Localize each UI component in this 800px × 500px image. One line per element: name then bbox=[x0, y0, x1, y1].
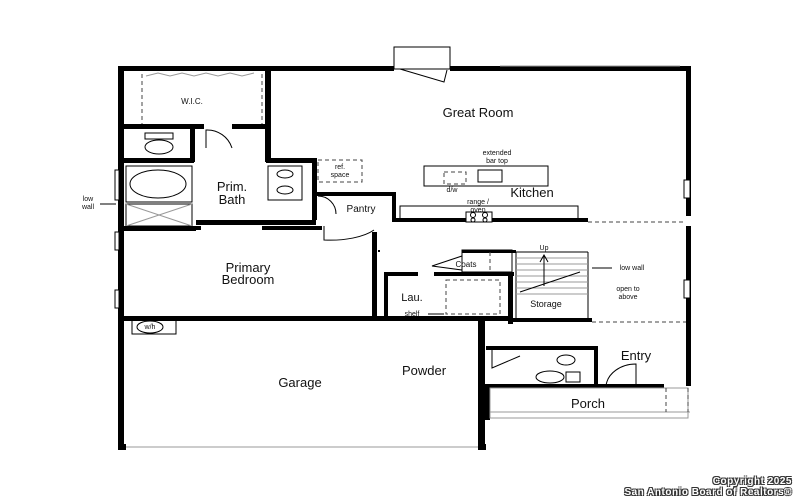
range-oven bbox=[465, 211, 493, 223]
door-swing-pantry bbox=[317, 195, 337, 215]
dishwasher bbox=[443, 171, 467, 185]
copyright-watermark: Copyright 2025 San Antonio Board of Real… bbox=[624, 476, 792, 498]
window-mark bbox=[114, 169, 120, 201]
bathtub bbox=[125, 165, 193, 203]
note-range-oven: range / bbox=[467, 199, 489, 206]
window-mark bbox=[683, 179, 691, 199]
copyright-line: Copyright 2025 bbox=[712, 476, 792, 487]
fireplace-door-swing bbox=[399, 68, 448, 83]
room-label-primary-bedroom: Primary bbox=[226, 260, 271, 275]
door-swing-wic bbox=[205, 129, 233, 149]
powder-toilet-icon bbox=[535, 370, 565, 384]
copyright-line: San Antonio Board of Realtors® bbox=[624, 487, 792, 498]
note-extended-bar-top: extended bbox=[483, 150, 512, 157]
door-swing-entry bbox=[605, 363, 637, 387]
washer-dryer bbox=[445, 279, 501, 315]
note-open-to-above: above bbox=[618, 294, 637, 301]
room-label-pantry: Pantry bbox=[347, 204, 376, 215]
water-heater-icon bbox=[136, 320, 164, 334]
sink-icon bbox=[276, 169, 294, 179]
room-label-entry: Entry bbox=[621, 348, 652, 363]
room-label-ref-space: space bbox=[331, 172, 350, 179]
burner-icon bbox=[470, 217, 476, 223]
room-label-coats: Coats bbox=[456, 260, 477, 269]
note-low-wall-left: low bbox=[83, 196, 94, 203]
room-label-great-room: Great Room bbox=[443, 105, 514, 120]
staircase bbox=[515, 251, 589, 320]
door-swing-powder bbox=[491, 350, 521, 369]
room-label-wic: W.I.C. bbox=[181, 97, 203, 106]
kitchen-island bbox=[423, 165, 549, 187]
vanity bbox=[267, 165, 303, 201]
room-label-laundry: Lau. bbox=[401, 292, 422, 304]
closet-shelf-zigzag bbox=[145, 72, 255, 77]
toilet-tank bbox=[144, 132, 174, 140]
toilet-icon bbox=[144, 139, 174, 155]
room-label-powder: Powder bbox=[402, 363, 447, 378]
note-open-to-above: open to bbox=[616, 286, 639, 293]
door-swing-coats bbox=[431, 255, 463, 271]
water-heater bbox=[131, 319, 177, 335]
powder-sink-icon bbox=[556, 354, 576, 366]
island-sink bbox=[477, 169, 503, 183]
ref-space bbox=[317, 159, 363, 183]
burner-icon bbox=[482, 217, 488, 223]
door-swing-bedroom bbox=[323, 226, 375, 241]
fireplace bbox=[393, 46, 451, 70]
note-low-wall-left: wall bbox=[81, 204, 95, 211]
window-mark bbox=[114, 289, 120, 309]
window-mark bbox=[114, 231, 120, 251]
room-label-porch: Porch bbox=[571, 396, 605, 411]
note-extended-bar-top: bar top bbox=[486, 158, 508, 165]
room-label-primary-bedroom: Bedroom bbox=[222, 272, 275, 287]
room-label-prim-bath: Bath bbox=[219, 192, 246, 207]
window-mark bbox=[683, 279, 691, 299]
note-range-oven: oven bbox=[470, 207, 485, 214]
room-label-ref-space: ref. bbox=[335, 164, 345, 171]
sink-icon bbox=[276, 185, 294, 195]
shower-cross bbox=[125, 203, 193, 227]
exterior-walls bbox=[118, 66, 691, 450]
label-wh: w/h bbox=[144, 324, 156, 331]
room-label-kitchen: Kitchen bbox=[510, 185, 553, 200]
label-dw: d/w bbox=[447, 187, 459, 194]
note-shelf: shelf bbox=[405, 311, 420, 318]
room-label-storage: Storage bbox=[530, 299, 562, 309]
label-up: Up bbox=[540, 245, 549, 252]
powder-toilet-tank bbox=[565, 371, 581, 383]
bathtub-basin bbox=[129, 169, 187, 199]
room-label-garage: Garage bbox=[278, 375, 321, 390]
note-low-wall-right: low wall bbox=[620, 265, 645, 272]
stair-arrow-icon bbox=[539, 253, 549, 286]
stair-break-line bbox=[519, 271, 581, 293]
room-label-prim-bath: Prim. bbox=[217, 179, 247, 194]
